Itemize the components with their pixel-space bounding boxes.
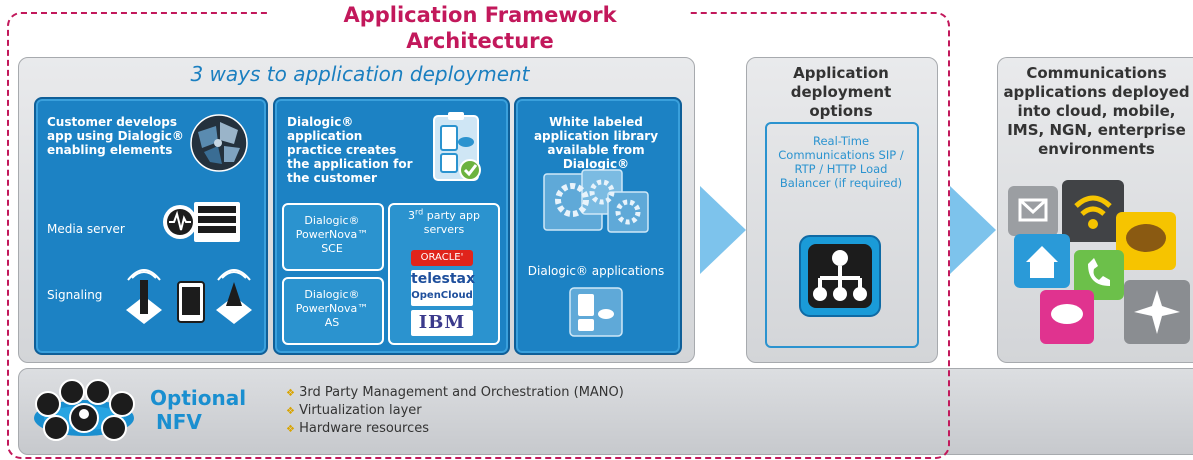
arrow-to-environments-icon xyxy=(950,186,996,274)
third-party-title-post: party app servers xyxy=(423,209,480,236)
nfv-label-optional: Optional xyxy=(150,386,247,410)
signaling-devices-icon xyxy=(122,266,262,332)
customer-develops-title: Customer develops app using Dialogic® en… xyxy=(47,115,184,157)
diamond-bullet-icon: ❖ xyxy=(286,388,295,399)
third-party-title-sup: rd xyxy=(414,207,424,217)
arrow-to-deployment-icon xyxy=(700,186,746,274)
realtime-communications-text: Real-Time Communications SIP / RTP / HTT… xyxy=(778,134,904,190)
telestax-logo-text: telestax xyxy=(411,271,475,287)
oracle-logo-text: ORACLE' xyxy=(420,252,464,263)
dialogic-app-icon xyxy=(568,286,624,342)
list-item: ❖ 3rd Party Management and Orchestration… xyxy=(286,384,624,402)
powernova-sce-label: Dialogic® PowerNova™ SCE xyxy=(295,214,369,255)
puzzle-globe-icon xyxy=(188,112,250,178)
gears-library-icon xyxy=(542,168,650,240)
media-server-label: Media server xyxy=(47,222,125,236)
third-party-app-servers-label: 3rd party app servers xyxy=(396,207,492,237)
nfv-bullet-text: Virtualization layer xyxy=(299,403,422,418)
opencloud-logo-text: OpenCloud xyxy=(411,290,473,301)
nfv-bullet-text: Hardware resources xyxy=(299,421,430,436)
media-server-icon xyxy=(160,198,244,250)
nfv-cluster-icon xyxy=(28,374,140,448)
framework-title: Application Framework Architecture xyxy=(270,2,690,53)
deployment-ways-subtitle: 3 ways to application deployment xyxy=(190,62,530,86)
diamond-bullet-icon: ❖ xyxy=(286,424,295,435)
diamond-bullet-icon: ❖ xyxy=(286,406,295,417)
ibm-logo xyxy=(411,310,473,336)
dialogic-applications-label: Dialogic® applications xyxy=(527,264,665,278)
realtime-communications-box xyxy=(765,122,919,348)
ibm-logo-text: IBM xyxy=(418,312,466,333)
signaling-label: Signaling xyxy=(47,288,103,302)
third-party-title-pre: 3 xyxy=(407,209,415,222)
oracle-logo xyxy=(411,250,473,266)
powernova-sce-box xyxy=(282,203,384,271)
application-library-title: White labeled application library availa… xyxy=(533,115,659,171)
nfv-label-nfv: NFV xyxy=(156,410,202,434)
powernova-as-label: Dialogic® PowerNova™ AS xyxy=(295,288,369,329)
hierarchy-network-icon xyxy=(798,234,882,322)
list-item: ❖ Hardware resources xyxy=(286,420,624,438)
telestax-opencloud-logo xyxy=(411,270,473,306)
app-tiles-icon xyxy=(1004,176,1193,352)
list-item: ❖ Virtualization layer xyxy=(286,402,624,420)
environments-title: Communications applications deployed int… xyxy=(1003,64,1190,158)
deployment-options-title: Application deployment options xyxy=(790,64,892,120)
nfv-panel xyxy=(18,368,1193,455)
mobile-cloud-app-icon xyxy=(432,110,484,188)
nfv-bullet-list: ❖ 3rd Party Management and Orchestration… xyxy=(286,384,624,438)
application-practice-title: Dialogic® application practice creates t… xyxy=(287,115,413,185)
powernova-as-box xyxy=(282,277,384,345)
nfv-bullet-text: 3rd Party Management and Orchestration (… xyxy=(299,385,624,400)
